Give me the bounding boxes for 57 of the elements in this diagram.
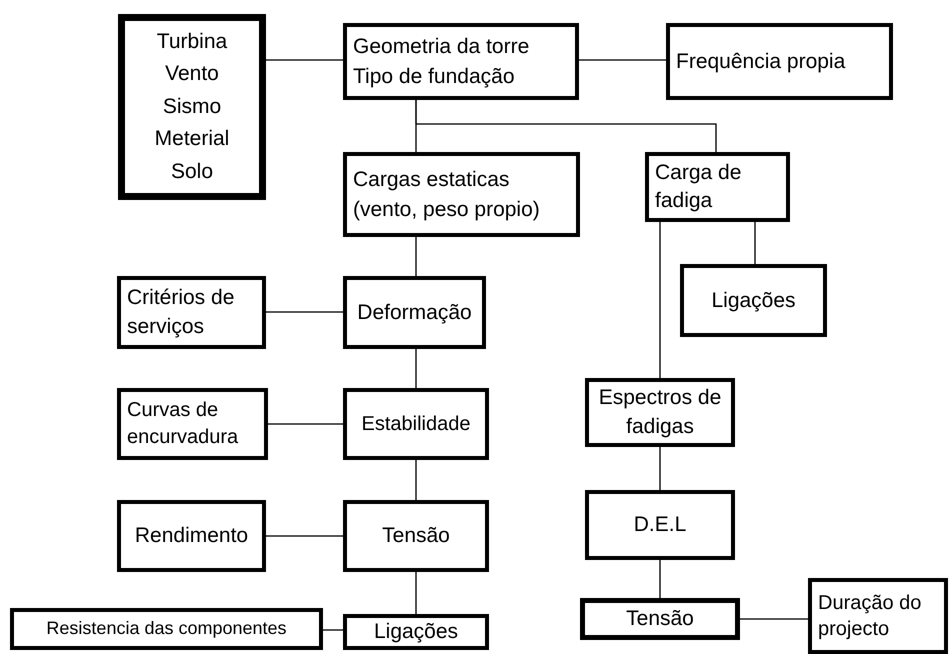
box-label: Rendimento — [134, 523, 248, 550]
box-label: Tensão — [626, 606, 694, 632]
box-label: Resistencia das componentes — [46, 618, 287, 640]
process-box — [118, 14, 266, 200]
box-label: Estabilidade — [362, 412, 470, 437]
box-label: Duração do projecto — [818, 591, 922, 642]
process-box — [645, 152, 790, 222]
process-box — [680, 264, 827, 337]
connector-line — [579, 59, 666, 61]
box-label: Curvas de encurvadura — [127, 398, 240, 450]
connector-line — [659, 447, 661, 490]
process-box — [343, 614, 489, 650]
connector-line — [740, 618, 808, 620]
box-label: Espectros de fadigas — [598, 385, 722, 440]
box-label: Meterial — [154, 126, 230, 152]
box-label: Sismo — [162, 94, 222, 120]
box-label: Tipo de fundação — [353, 64, 515, 90]
process-box — [585, 490, 735, 560]
process-box — [117, 388, 268, 460]
box-label: Ligações — [374, 619, 458, 645]
connector-line — [415, 237, 417, 276]
connector-line — [266, 59, 343, 61]
connector-line — [659, 222, 661, 378]
box-label: Tensão — [382, 523, 450, 550]
process-box — [117, 276, 266, 349]
box-label: Turbina — [156, 28, 228, 55]
connector-line — [659, 560, 661, 598]
connector-line — [415, 100, 717, 152]
process-box — [343, 388, 489, 460]
box-label: Deformação — [357, 300, 472, 326]
box-label: Solo — [170, 158, 214, 185]
process-box — [808, 578, 948, 654]
box-label: Carga de fadiga — [655, 160, 742, 214]
process-box — [10, 608, 323, 650]
box-label: Geometria da torre — [353, 34, 530, 60]
box-label: Ligações — [711, 288, 796, 314]
process-box — [580, 598, 740, 640]
connector-line — [415, 572, 417, 614]
box-label: Frequência propia — [676, 48, 846, 75]
connector-line — [268, 423, 343, 425]
process-box — [343, 23, 579, 100]
process-box — [117, 500, 266, 572]
box-label: Vento — [165, 61, 219, 88]
connector-line — [266, 311, 343, 313]
connector-line — [323, 629, 343, 631]
process-box — [343, 276, 486, 349]
connector-line — [415, 349, 417, 388]
connector-line — [754, 222, 756, 264]
box-label: Cargas estaticas (vento, peso propio) — [353, 167, 541, 222]
box-label: Critérios de serviços — [127, 285, 236, 340]
process-box — [343, 152, 580, 237]
process-box — [585, 378, 735, 447]
connector-line — [266, 535, 343, 537]
box-label: D.E.L — [634, 512, 686, 538]
connector-line — [415, 460, 417, 500]
process-box — [666, 23, 893, 100]
process-box — [343, 500, 489, 572]
